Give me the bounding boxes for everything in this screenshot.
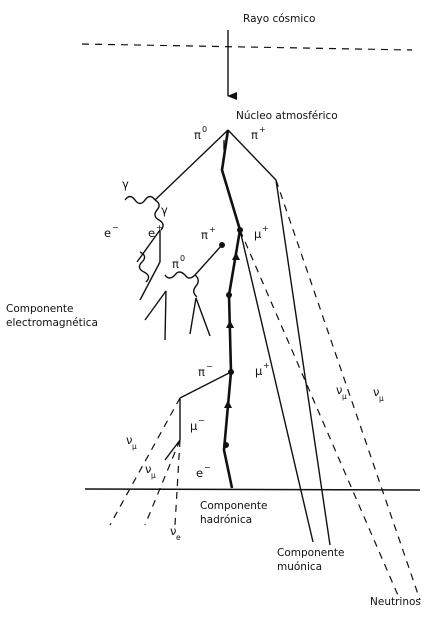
svg-text:ν: ν — [126, 433, 132, 447]
label-nu-e: ν e — [170, 524, 181, 542]
em-track-3 — [164, 290, 167, 341]
em-track-2 — [144, 290, 167, 321]
hadronic-core-track — [220, 129, 242, 489]
pi0-track-1 — [154, 129, 229, 201]
svg-text:−: − — [198, 416, 205, 425]
label-nu-mu-2: ν μ — [373, 385, 384, 403]
neutrino-track-1 — [275, 179, 421, 601]
label-pi0-2: π 0 — [172, 254, 185, 271]
svg-text:0: 0 — [202, 125, 207, 134]
label-mu-plus-1: μ + — [254, 224, 269, 241]
svg-text:μ: μ — [190, 419, 198, 433]
svg-text:e: e — [148, 226, 155, 240]
gamma-wave-4 — [164, 271, 196, 279]
electron-track-2 — [164, 439, 181, 461]
em-track-1 — [139, 261, 161, 301]
em-track-5 — [195, 297, 211, 337]
svg-text:μ: μ — [151, 471, 156, 480]
ground-line — [84, 488, 421, 491]
neutrinos-label: Neutrinos — [370, 596, 421, 608]
svg-text:+: + — [259, 125, 266, 134]
neutrino-track-5 — [174, 439, 181, 526]
svg-text:e: e — [104, 226, 111, 240]
label-pi-plus-2: π + — [201, 225, 216, 242]
muon-track-2 — [239, 229, 314, 543]
label-positron-1: e + — [148, 223, 163, 240]
svg-text:+: + — [209, 225, 216, 234]
svg-text:−: − — [204, 463, 211, 472]
label-nu-mu-1: ν μ — [336, 383, 347, 401]
svg-text:π: π — [172, 257, 179, 271]
nucleus-label: Núcleo atmosférico — [236, 110, 338, 122]
svg-text:μ: μ — [255, 364, 263, 378]
muonic-label-1: Componente — [277, 547, 344, 559]
svg-text:+: + — [262, 224, 269, 233]
label-mu-minus-1: μ − — [190, 416, 205, 433]
vertex-dot-2 — [219, 242, 225, 248]
svg-text:π: π — [198, 365, 205, 379]
core-arrow-3 — [224, 400, 232, 408]
pi0-track-2 — [194, 244, 223, 276]
svg-text:−: − — [112, 223, 119, 232]
neutrino-track-4 — [144, 439, 181, 526]
svg-text:π: π — [194, 128, 201, 142]
cosmic-ray-label: Rayo cósmico — [243, 13, 316, 25]
label-electron-1: e − — [104, 223, 119, 240]
vertex-dot-3 — [226, 292, 232, 298]
vertex-dot-4 — [228, 369, 234, 375]
label-electron-2: e − — [196, 463, 211, 480]
gamma-wave-1 — [124, 195, 156, 205]
svg-text:0: 0 — [180, 254, 185, 263]
label-mu-plus-2: μ + — [255, 361, 270, 378]
vertex-dot-5 — [223, 442, 229, 448]
neutrino-track-3 — [109, 397, 181, 526]
label-pi-minus-1: π − — [198, 362, 213, 379]
gamma-wave-3 — [138, 251, 150, 283]
muonic-label-2: muónica — [277, 561, 322, 573]
muon-track-1 — [275, 179, 331, 546]
electron-track-1 — [136, 229, 161, 263]
svg-text:γ: γ — [161, 203, 168, 217]
atmosphere-boundary-line — [81, 43, 413, 51]
svg-text:μ: μ — [342, 392, 347, 401]
vertex-dot-1 — [237, 227, 243, 233]
pi-minus-track — [179, 371, 232, 399]
svg-text:γ: γ — [122, 177, 129, 191]
label-gamma-1: γ — [122, 177, 129, 191]
svg-text:μ: μ — [254, 227, 262, 241]
em-component-label-1: Componente — [6, 303, 73, 315]
svg-text:e: e — [176, 533, 181, 542]
label-nu-mu-4: ν μ — [145, 462, 156, 480]
svg-text:−: − — [206, 362, 213, 371]
svg-text:ν: ν — [373, 385, 379, 399]
label-pi-plus-1: π + — [251, 125, 266, 142]
label-gamma-2: γ — [161, 203, 168, 217]
svg-text:ν: ν — [336, 383, 342, 397]
svg-text:e: e — [196, 466, 203, 480]
core-arrow-2 — [226, 320, 234, 328]
gamma-wave-2 — [154, 199, 164, 231]
svg-text:ν: ν — [145, 462, 151, 476]
label-pi0-1: π 0 — [194, 125, 207, 142]
hadronic-label-2: hadrónica — [200, 514, 252, 526]
em-component-label-2: electromagnética — [6, 317, 98, 329]
svg-text:μ: μ — [132, 442, 137, 451]
pi-plus-track — [227, 129, 277, 181]
em-track-4 — [189, 297, 197, 335]
svg-text:ν: ν — [170, 524, 176, 538]
gamma-wave-5 — [193, 274, 199, 298]
label-nu-mu-3: ν μ — [126, 433, 137, 451]
hadronic-label-1: Componente — [200, 500, 267, 512]
svg-text:+: + — [156, 223, 163, 232]
core-arrow-1 — [232, 252, 240, 260]
svg-text:+: + — [263, 361, 270, 370]
svg-text:π: π — [251, 128, 258, 142]
neutrino-track-2 — [239, 229, 401, 601]
svg-text:π: π — [201, 228, 208, 242]
svg-text:μ: μ — [379, 394, 384, 403]
